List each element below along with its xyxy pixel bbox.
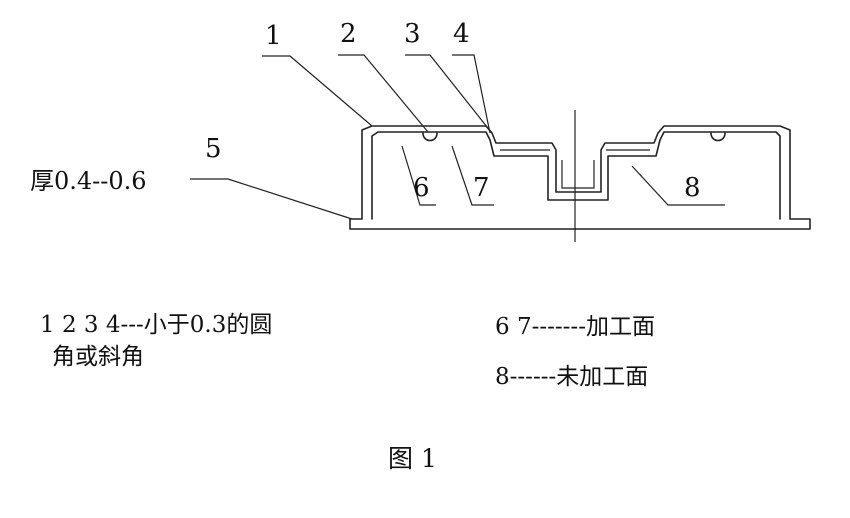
round-relief-left (422, 132, 438, 142)
part-inner-profile (371, 131, 781, 220)
leader-line-1 (262, 55, 373, 127)
leader-line-3 (405, 54, 492, 133)
label-7: 7 (473, 173, 490, 203)
label-8: 8 (684, 173, 701, 203)
leader-line-5 (190, 178, 353, 220)
thickness-note: 厚0.4--0.6 (30, 167, 147, 195)
legend-chamfer-note: 1 2 3 4---小于0.3的圆 (40, 312, 273, 338)
leader-line-4 (452, 54, 491, 134)
label-2: 2 (340, 19, 357, 49)
label-5: 5 (205, 134, 222, 164)
leader-line-6 (401, 145, 436, 206)
round-relief-right (710, 132, 726, 142)
label-4: 4 (453, 19, 470, 49)
label-3: 3 (404, 19, 421, 49)
legend-chamfer-note-cont: 角或斜角 (52, 344, 144, 370)
legend-unmachined-surface: 8------未加工面 (495, 364, 649, 390)
part-outer-profile (349, 125, 811, 230)
legend-machined-surface: 6 7-------加工面 (495, 314, 655, 340)
pocket-inner-lines (500, 149, 650, 189)
leader-line-8 (631, 165, 725, 206)
label-6: 6 (413, 173, 430, 203)
figure-caption: 图 1 (388, 444, 437, 473)
leader-line-2 (338, 54, 429, 133)
label-1: 1 (265, 21, 282, 51)
leader-line-7 (451, 145, 494, 206)
